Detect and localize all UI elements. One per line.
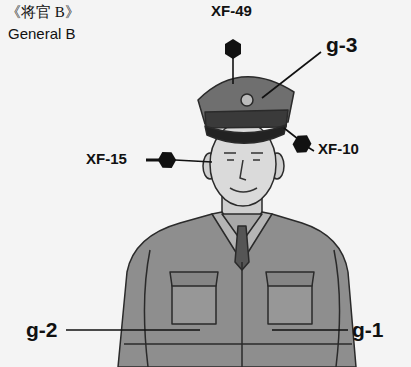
pocket-flap — [170, 272, 218, 286]
figure-subtitle: General B — [8, 26, 76, 43]
cap-badge — [241, 94, 253, 106]
leader-line — [146, 159, 159, 162]
leader-line — [175, 160, 212, 162]
hex-marker — [225, 39, 241, 59]
jacket — [118, 214, 356, 367]
callout-number: g-1 — [352, 318, 384, 341]
callout-code: XF-10 — [318, 141, 359, 158]
leader-line — [66, 329, 200, 331]
mouth — [230, 188, 257, 192]
arm-line — [144, 250, 339, 367]
leader-line — [262, 52, 321, 98]
hex-marker — [156, 148, 179, 172]
callout-number: g-2 — [26, 318, 58, 341]
belt-line — [124, 343, 352, 345]
callout-number: g-3 — [326, 33, 358, 56]
callout-code: XF-49 — [211, 3, 252, 20]
leader-line — [272, 329, 348, 331]
cap-visor — [205, 125, 286, 143]
hex-marker — [290, 131, 314, 156]
brow — [224, 152, 263, 154]
leader-line — [232, 58, 234, 84]
pocket-flap — [266, 272, 314, 286]
jacket-seam — [241, 262, 243, 367]
figure-title: 《将官 B》 — [6, 4, 80, 21]
cap-band — [205, 110, 288, 128]
callout-code: XF-15 — [86, 151, 127, 168]
nose — [240, 160, 246, 180]
